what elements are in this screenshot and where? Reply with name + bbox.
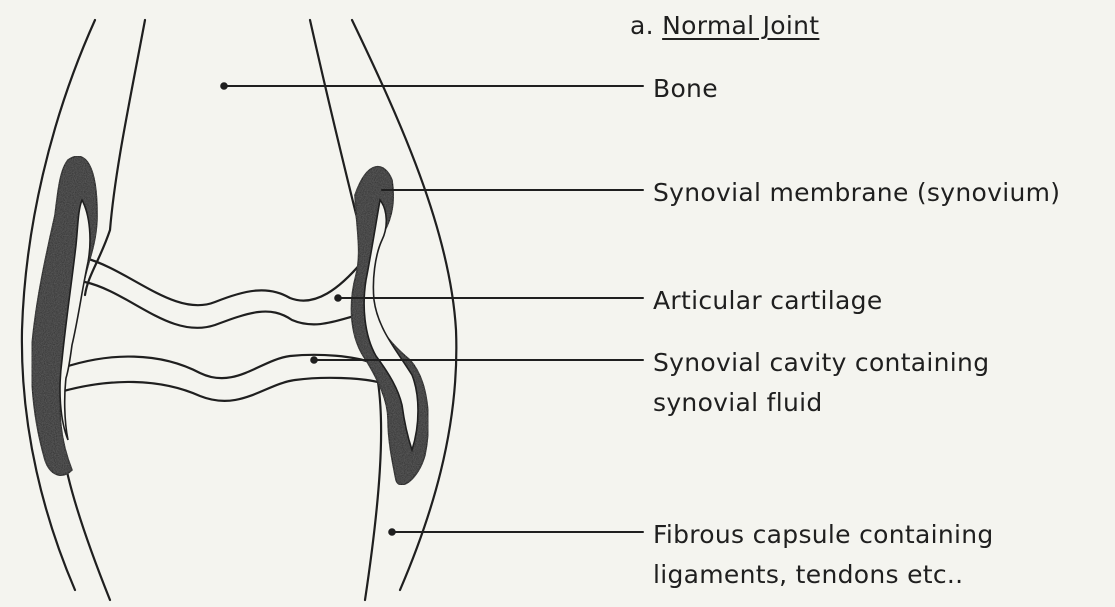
lower-cartilage-outer xyxy=(60,378,378,401)
synovial-membrane-right xyxy=(351,167,428,485)
label-fibrous-capsule-line1: Fibrous capsule containing xyxy=(653,516,994,554)
lower-bone-right-edge xyxy=(365,382,381,600)
leader-bone xyxy=(221,83,643,89)
upper-bone-left-edge xyxy=(85,20,145,295)
leader-articular-cartilage xyxy=(335,295,643,301)
label-fibrous-capsule-line2: ligaments, tendons etc.. xyxy=(653,556,963,594)
figure-title: a. Normal Joint xyxy=(630,7,819,45)
label-articular-cartilage: Articular cartilage xyxy=(653,282,883,320)
label-synovial-membrane: Synovial membrane (synovium) xyxy=(653,174,1060,212)
figure-title-text: Normal Joint xyxy=(662,11,819,40)
label-synovial-cavity-line1: Synovial cavity containing xyxy=(653,344,989,382)
figure-prefix: a. xyxy=(630,11,654,40)
leader-fibrous-capsule xyxy=(389,529,643,535)
label-bone: Bone xyxy=(653,70,718,108)
upper-cartilage-inner xyxy=(85,282,372,328)
leader-synovial-cavity xyxy=(311,357,643,363)
lower-cartilage-inner xyxy=(62,355,372,378)
upper-cartilage-outer xyxy=(85,258,362,305)
label-synovial-cavity-line2: synovial fluid xyxy=(653,384,823,422)
